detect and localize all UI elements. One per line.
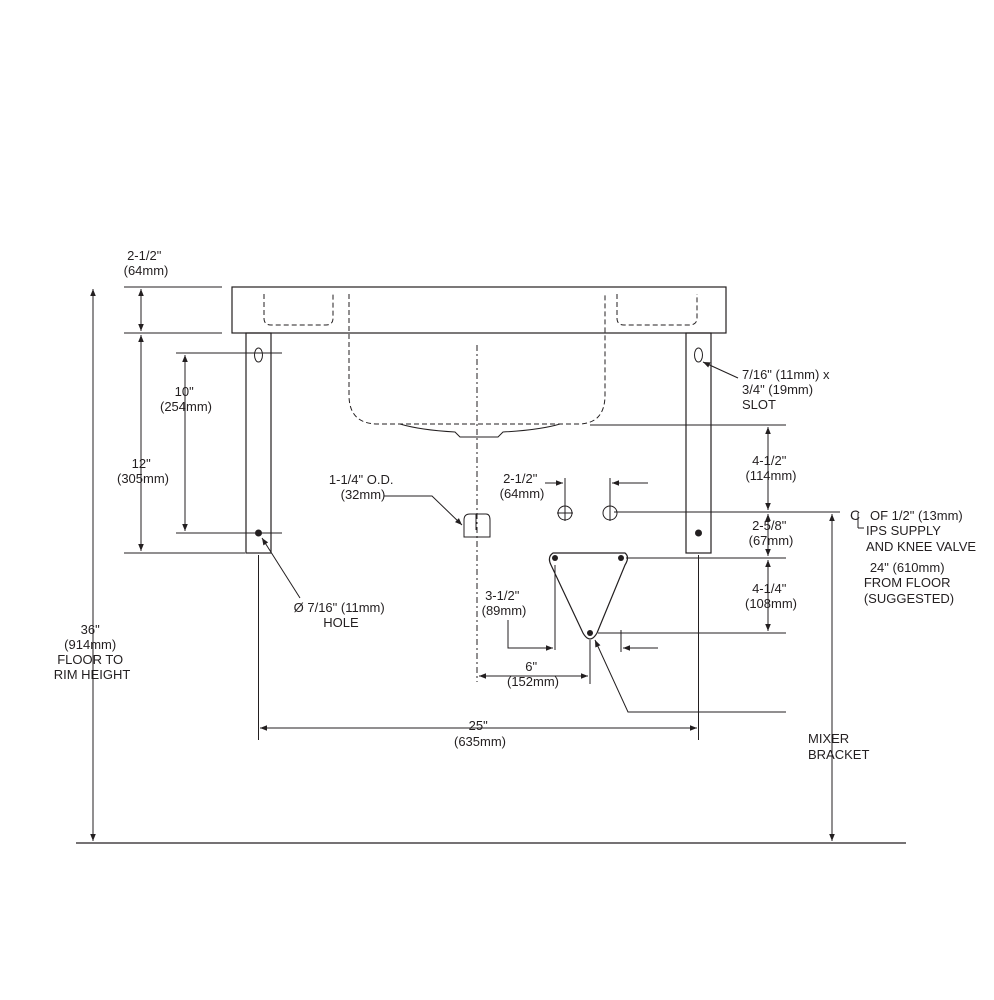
left-leg bbox=[245, 332, 272, 554]
four-quarter-label: 4-1/4" (108mm) bbox=[745, 581, 797, 611]
sink-outline bbox=[231, 286, 727, 682]
suggested-height-note: 24" (610mm) FROM FLOOR (SUGGESTED) bbox=[864, 560, 954, 606]
rim-dimension-label: 2-1/2" (64mm) bbox=[124, 248, 169, 278]
twelve-inch-label: 12" (305mm) bbox=[117, 456, 169, 486]
bracket-depth-label: 3-1/2" (89mm) bbox=[482, 588, 527, 618]
hole-label: Ø 7/16" (11mm) HOLE bbox=[294, 600, 389, 630]
six-inch-label: 6" (152mm) bbox=[507, 659, 559, 689]
two-five-eighths-label: 2-5/8" (67mm) bbox=[749, 518, 794, 548]
dimension-lines bbox=[90, 289, 835, 841]
four-half-label: 4-1/2" (114mm) bbox=[745, 453, 796, 483]
svg-text:C: C bbox=[850, 507, 860, 523]
mixer-bracket-label: MIXER BRACKET bbox=[808, 731, 869, 762]
ten-inch-label: 10" (254mm) bbox=[160, 384, 212, 414]
drain-od-label: 1-1/4" O.D. (32mm) bbox=[329, 472, 397, 502]
extension-lines bbox=[124, 286, 840, 740]
drain-tailpiece bbox=[463, 513, 491, 538]
slot-label: 7/16" (11mm) x 3/4" (19mm) SLOT bbox=[742, 367, 833, 412]
mixer-bracket bbox=[548, 552, 629, 640]
leader-lines bbox=[261, 361, 786, 713]
centerline-symbol: C bbox=[850, 507, 864, 529]
supply-note: OF 1/2" (13mm) IPS SUPPLY AND KNEE VALVE bbox=[866, 508, 976, 554]
leg-spacing-label: 25" (635mm) bbox=[454, 718, 506, 749]
right-leg bbox=[685, 332, 712, 554]
floor-to-rim-label: 36" (914mm) FLOOR TO RIM HEIGHT bbox=[54, 622, 131, 682]
supply-spacing-label: 2-1/2" (64mm) bbox=[500, 471, 545, 501]
